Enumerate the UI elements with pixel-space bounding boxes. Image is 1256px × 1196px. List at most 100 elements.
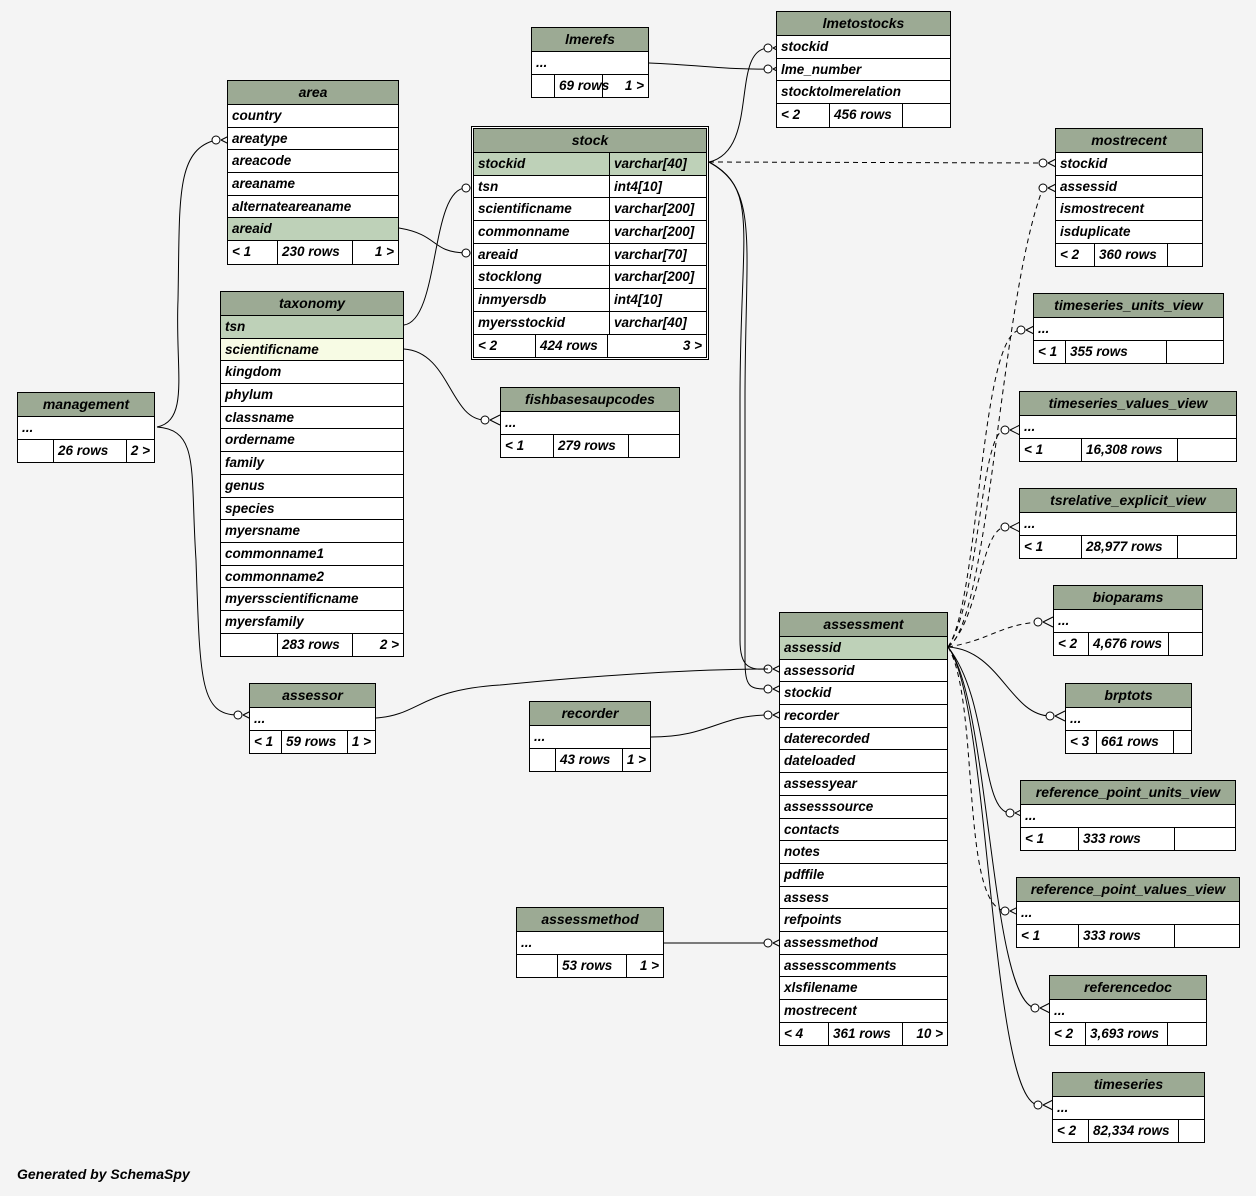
parent-count[interactable]: < 4 xyxy=(784,1025,804,1041)
column-row[interactable]: stocktolmerelation xyxy=(777,81,950,105)
parent-count[interactable]: < 2 xyxy=(781,107,801,123)
column-row[interactable]: species xyxy=(221,498,403,521)
table-title[interactable]: referencedoc xyxy=(1050,976,1206,1000)
column-row[interactable]: stockid xyxy=(1056,153,1202,176)
table-title[interactable]: bioparams xyxy=(1054,586,1202,610)
column-row[interactable]: ordername xyxy=(221,429,403,453)
column-row[interactable]: areaname xyxy=(228,173,398,196)
table-title[interactable]: reference_point_values_view xyxy=(1017,878,1239,902)
child-count[interactable]: 3 > xyxy=(607,334,706,358)
parent-count[interactable]: < 2 xyxy=(1057,1122,1077,1138)
column-row[interactable]: isduplicate xyxy=(1056,221,1202,244)
columns-collapsed[interactable]: ... xyxy=(530,726,650,749)
column-row[interactable]: family xyxy=(221,452,403,475)
parent-count[interactable] xyxy=(532,75,554,98)
child-count[interactable] xyxy=(1177,438,1236,462)
parent-count[interactable] xyxy=(221,634,277,657)
column-row[interactable]: refpoints xyxy=(780,909,947,932)
child-count[interactable] xyxy=(1166,340,1223,364)
columns-collapsed[interactable]: ... xyxy=(501,412,679,435)
parent-count[interactable]: < 2 xyxy=(1058,635,1078,651)
table-title[interactable]: timeseries_values_view xyxy=(1020,392,1236,416)
column-row[interactable]: alternateareaname xyxy=(228,196,398,219)
child-count[interactable] xyxy=(902,104,950,127)
parent-count[interactable] xyxy=(18,440,53,463)
column-row[interactable]: recorder xyxy=(780,705,947,728)
table-title[interactable]: assessment xyxy=(780,613,947,637)
column-row[interactable]: assessmethod xyxy=(780,932,947,955)
column-row[interactable]: assessorid xyxy=(780,660,947,683)
column-row[interactable]: country xyxy=(228,105,398,128)
column-row[interactable]: classname xyxy=(221,407,403,430)
column-row[interactable]: assesscomments xyxy=(780,955,947,978)
child-count[interactable] xyxy=(1174,827,1235,851)
column-row[interactable]: phylum xyxy=(221,384,403,407)
column-row[interactable]: tsn xyxy=(221,316,403,339)
column-row[interactable]: assessid xyxy=(1056,176,1202,199)
parent-count[interactable]: < 2 xyxy=(478,337,498,353)
column-row[interactable]: notes xyxy=(780,841,947,864)
table-title[interactable]: management xyxy=(18,393,154,417)
child-count[interactable]: 1 > xyxy=(347,730,375,754)
column-row[interactable]: assessid xyxy=(780,637,947,660)
child-count[interactable]: 2 > xyxy=(126,439,154,463)
columns-collapsed[interactable]: ... xyxy=(517,932,663,955)
parent-count[interactable]: < 1 xyxy=(254,733,274,749)
parent-count[interactable]: < 1 xyxy=(1024,441,1044,457)
child-count[interactable] xyxy=(1177,535,1236,559)
columns-collapsed[interactable]: ... xyxy=(1054,610,1202,633)
table-title[interactable]: lmerefs xyxy=(532,28,648,52)
parent-count[interactable] xyxy=(517,955,557,978)
child-count[interactable]: 10 > xyxy=(902,1022,947,1046)
table-title[interactable]: lmetostocks xyxy=(777,12,950,36)
column-row[interactable]: stockid xyxy=(777,36,950,59)
columns-collapsed[interactable]: ... xyxy=(1021,805,1235,828)
child-count[interactable] xyxy=(1178,1119,1204,1143)
table-title[interactable]: reference_point_units_view xyxy=(1021,781,1235,805)
parent-count[interactable]: < 2 xyxy=(1060,246,1080,262)
table-title[interactable]: timeseries xyxy=(1053,1073,1204,1097)
columns-collapsed[interactable]: ... xyxy=(532,52,648,75)
column-row[interactable]: areacode xyxy=(228,150,398,174)
child-count[interactable] xyxy=(628,434,679,458)
column-row[interactable]: myersscientificname xyxy=(221,588,403,611)
column-row[interactable]: genus xyxy=(221,475,403,498)
table-title[interactable]: fishbasesaupcodes xyxy=(501,388,679,412)
table-title[interactable]: tsrelative_explicit_view xyxy=(1020,489,1236,513)
table-title[interactable]: recorder xyxy=(530,702,650,726)
table-title[interactable]: stock xyxy=(474,129,706,153)
column-row[interactable]: ismostrecent xyxy=(1056,198,1202,222)
parent-count[interactable]: < 1 xyxy=(1025,830,1045,846)
column-row[interactable]: dateloaded xyxy=(780,750,947,774)
parent-count[interactable]: < 1 xyxy=(505,437,525,453)
column-row[interactable]: myersname xyxy=(221,520,403,543)
column-row[interactable]: assess xyxy=(780,887,947,910)
child-count[interactable]: 2 > xyxy=(352,633,403,657)
table-title[interactable]: area xyxy=(228,81,398,105)
parent-count[interactable]: < 1 xyxy=(1021,927,1041,943)
columns-collapsed[interactable]: ... xyxy=(1050,1000,1206,1023)
column-row[interactable]: mostrecent xyxy=(780,1000,947,1023)
